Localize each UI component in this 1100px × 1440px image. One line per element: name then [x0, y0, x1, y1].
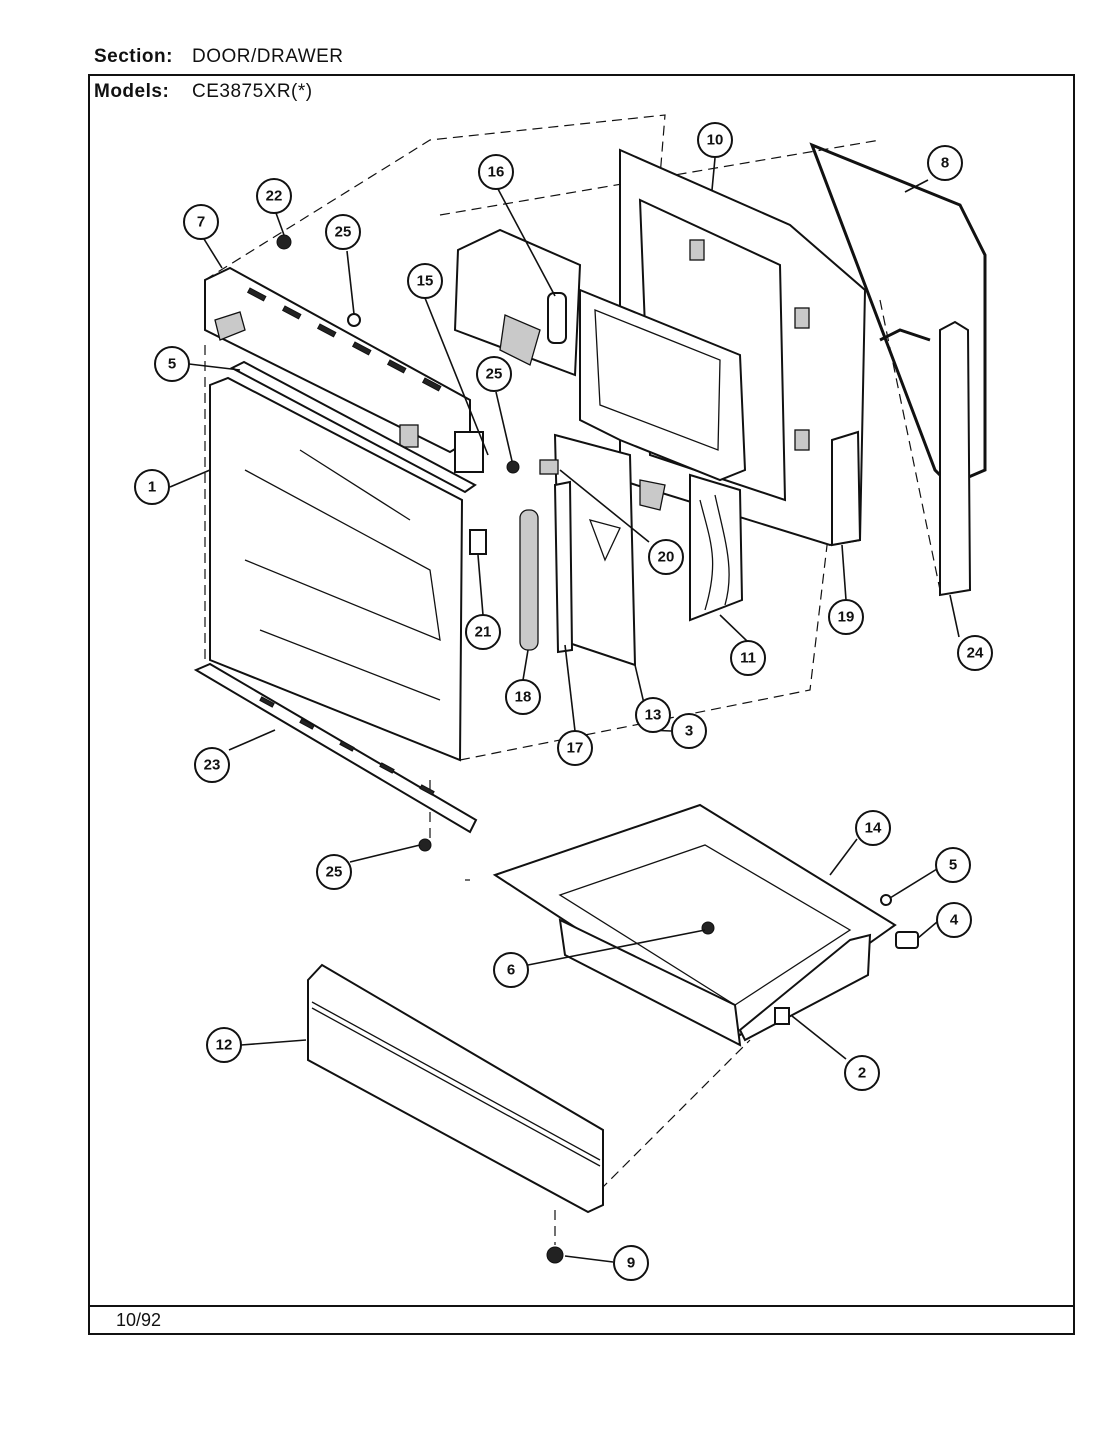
callout-4: 4 [936, 902, 972, 938]
callout-22: 22 [256, 178, 292, 214]
callout-label: 13 [645, 707, 662, 724]
callout-label: 1 [148, 479, 156, 496]
callout-label: 12 [216, 1037, 233, 1054]
door-channel [553, 480, 574, 654]
glide-9 [546, 1246, 564, 1264]
callout-16: 16 [478, 154, 514, 190]
callout-label: 16 [488, 164, 505, 181]
callout-label: 6 [507, 962, 515, 979]
callout-12: 12 [206, 1027, 242, 1063]
callout-label: 2 [858, 1065, 866, 1082]
screw-25-top [347, 313, 361, 327]
hardware-parts [276, 234, 919, 1264]
callout-label: 8 [941, 155, 949, 172]
door-gasket [809, 142, 987, 487]
screw-25-bottom [418, 838, 432, 852]
callout-10: 10 [697, 122, 733, 158]
vertical-seal [519, 509, 539, 651]
callout-18: 18 [505, 679, 541, 715]
callout-label: 7 [197, 214, 205, 231]
callout-label: 5 [168, 356, 176, 373]
diagram-frame [88, 74, 1075, 1335]
callout-3: 3 [671, 713, 707, 749]
drawer-pan [492, 803, 897, 1047]
drawer-front [307, 963, 604, 1214]
callout-17: 17 [557, 730, 593, 766]
callout-14: 14 [855, 810, 891, 846]
callout-label: 4 [950, 912, 959, 929]
callout-1: 1 [134, 469, 170, 505]
callout-label: 17 [567, 740, 584, 757]
callout-7: 7 [183, 204, 219, 240]
callout-13: 13 [635, 697, 671, 733]
callout-21: 21 [465, 614, 501, 650]
callout-label: 25 [486, 366, 503, 383]
screw-6 [701, 921, 715, 935]
callout-label: 11 [740, 650, 756, 667]
section-value: DOOR/DRAWER [192, 46, 344, 67]
callout-label: 5 [949, 857, 957, 874]
callout-5-drawer: 5 [935, 847, 971, 883]
callout-25-bottom: 25 [316, 854, 352, 890]
section-header: Section: DOOR/DRAWER [94, 46, 344, 68]
callout-25-mid: 25 [476, 356, 512, 392]
section-label: Section: [94, 46, 173, 67]
window-pack [547, 288, 747, 482]
models-label: Models: [94, 81, 170, 102]
screw-25-mid [506, 460, 520, 474]
door-bracket [469, 529, 487, 555]
callout-label: 24 [967, 645, 984, 662]
outer-door-glass [209, 376, 464, 762]
callout-23: 23 [194, 747, 230, 783]
callout-24: 24 [957, 635, 993, 671]
callout-label: 25 [326, 864, 343, 881]
callout-11: 11 [730, 640, 766, 676]
callout-label: 9 [627, 1255, 635, 1272]
callout-label: 20 [658, 549, 675, 566]
callout-5-door: 5 [154, 346, 190, 382]
callout-label: 15 [417, 273, 434, 290]
callout-label: 23 [204, 757, 221, 774]
callout-label: 3 [685, 723, 693, 740]
callout-25-top: 25 [325, 214, 361, 250]
door-bottom-rail [193, 662, 478, 834]
models-value: CE3875XR(*) [192, 81, 313, 102]
models-header: Models: CE3875XR(*) [94, 81, 313, 103]
footer-date: 10/92 [116, 1310, 162, 1330]
callout-19: 19 [828, 599, 864, 635]
clip-20 [539, 459, 559, 475]
callout-15: 15 [407, 263, 443, 299]
drawer-stop-4 [895, 931, 919, 949]
footer-divider [88, 1305, 1075, 1307]
callout-6: 6 [493, 952, 529, 988]
door-top-panel [204, 266, 484, 473]
door-hinge [831, 430, 862, 547]
callout-20: 20 [648, 539, 684, 575]
callout-label: 18 [515, 689, 532, 706]
screw-5-drawer [880, 894, 892, 906]
callout-9: 9 [613, 1245, 649, 1281]
callout-8: 8 [927, 145, 963, 181]
glass-retainer-strip [229, 360, 477, 494]
side-trim [939, 320, 972, 597]
callout-label: 22 [266, 188, 283, 205]
callout-label: 19 [838, 609, 855, 626]
callout-label: 25 [335, 224, 352, 241]
callout-label: 10 [707, 132, 724, 149]
screw-22 [276, 234, 292, 250]
callout-2: 2 [844, 1055, 880, 1091]
callout-label: 21 [475, 624, 492, 641]
leader-lines [169, 157, 960, 1263]
callout-label: 14 [865, 820, 882, 837]
